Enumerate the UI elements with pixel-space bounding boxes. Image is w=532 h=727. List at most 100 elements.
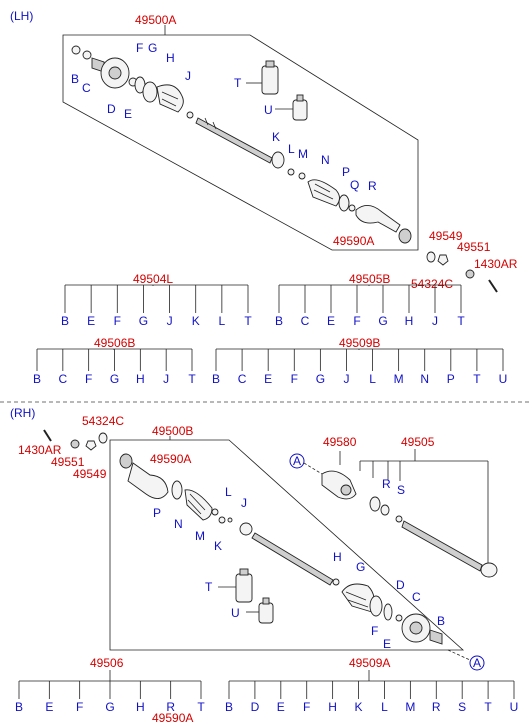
rh-ring-s[interactable] (395, 515, 403, 523)
rh-side-54324c: 54324C (82, 414, 124, 428)
lh-clamp-p[interactable] (338, 194, 350, 212)
rh-clip-h[interactable] (332, 578, 340, 586)
lh-grease-t[interactable] (261, 65, 279, 95)
lh-clamp-m[interactable] (298, 172, 306, 180)
kit-item: L (381, 700, 388, 714)
kit-item: J (343, 372, 349, 386)
rh-boot-g[interactable] (341, 583, 375, 613)
lh-oring[interactable] (426, 251, 436, 263)
rh-ref-a-bottom (469, 655, 485, 671)
rh-letter-b: B (437, 614, 445, 628)
kit-code: 49505B (349, 272, 390, 286)
lh-clamp-g[interactable] (142, 81, 158, 103)
kit-item: B (33, 372, 41, 386)
kit-item: J (167, 314, 173, 328)
rh-side-49551: 49551 (51, 455, 85, 469)
kit-item: S (458, 700, 466, 714)
rh-seal[interactable] (380, 504, 390, 516)
rh-damper-j[interactable] (239, 522, 253, 536)
lh-ring-q[interactable] (348, 204, 356, 212)
lh-damper-k[interactable] (271, 151, 285, 169)
lh-assembly: 49500A (62, 13, 419, 251)
lh-circlip-b[interactable] (71, 45, 81, 55)
rh-outer-ring[interactable] (119, 453, 133, 469)
rh-letter-t: T (205, 580, 213, 594)
rh-clamp-k[interactable] (218, 516, 226, 524)
rh-nut[interactable] (85, 440, 97, 451)
kit-item: B (15, 700, 23, 714)
kit-item: C (301, 314, 310, 328)
lh-letter-t: T (234, 76, 242, 90)
kit-item: B (225, 700, 233, 714)
kit-item: T (484, 700, 492, 714)
rh-clip-l[interactable] (227, 517, 233, 523)
rh-letter-g: G (356, 560, 365, 574)
rh-clamp-p[interactable] (171, 480, 183, 500)
rh-clamp-m[interactable] (211, 508, 219, 516)
rh-letter-h: H (333, 550, 342, 564)
kit-item: G (316, 372, 325, 386)
rh-clamp-f[interactable] (369, 595, 383, 617)
rh-side-1430ar: 1430AR (18, 443, 62, 457)
kit-item: E (277, 700, 285, 714)
rh-assembly-code: 49500B (152, 424, 193, 438)
lh-letter-k: K (272, 130, 280, 144)
rh-stub-b[interactable] (429, 629, 443, 645)
rh-boot-n[interactable] (184, 489, 213, 521)
kit-item: T (197, 700, 205, 714)
lh-outer-ring[interactable] (398, 228, 412, 244)
rh-ring-e[interactable] (383, 603, 393, 621)
lh-ring-c[interactable] (82, 50, 92, 60)
kit-item: E (87, 314, 95, 328)
lh-grease-u[interactable] (292, 99, 308, 121)
rh-letter-l: L (225, 485, 232, 499)
kit-item: M (405, 700, 415, 714)
kit-item: J (432, 314, 438, 328)
lh-letter-e: E (124, 107, 132, 121)
lh-side-1430ar: 1430AR (474, 257, 518, 271)
lh-letter-m: M (298, 147, 308, 161)
rh-shaft-flange[interactable] (480, 562, 498, 578)
rh-pin[interactable] (43, 429, 52, 442)
lh-nut[interactable] (437, 254, 449, 266)
kit-item: P (447, 372, 455, 386)
lh-outer-joint-r[interactable] (355, 205, 401, 233)
lh-pin[interactable] (488, 279, 498, 293)
lh-letter-p: P (342, 165, 350, 179)
lh-boot-n[interactable] (307, 179, 340, 207)
kit-item: F (353, 314, 360, 328)
kit-item: R (166, 700, 175, 714)
rh-grease-u[interactable] (258, 602, 274, 624)
lh-shaft[interactable] (195, 117, 273, 164)
kit-item: L (219, 314, 226, 328)
lh-clip-j[interactable] (186, 111, 194, 119)
kit-item: U (510, 700, 519, 714)
rh-intermediate-shaft[interactable] (401, 520, 483, 572)
kit-item: D (251, 700, 260, 714)
lh-letter-f: F (136, 41, 143, 55)
rh-letter-d: D (396, 578, 405, 592)
kit-item: F (76, 700, 83, 714)
rh-outer-joint-r[interactable] (127, 462, 169, 499)
lh-clamp-l[interactable] (287, 168, 295, 176)
lh-boot-h[interactable] (156, 84, 184, 113)
section-rh-label: (RH) (10, 406, 35, 420)
rh-oring[interactable] (98, 432, 108, 444)
rh-bearing[interactable] (369, 496, 381, 512)
kit-item: L (369, 372, 376, 386)
kit-item: H (405, 314, 414, 328)
rh-washer[interactable] (70, 439, 80, 449)
kit-item: U (499, 372, 508, 386)
lh-side-49549: 49549 (429, 229, 463, 243)
rh-ring-d[interactable] (395, 614, 403, 622)
rh-shaft[interactable] (251, 532, 334, 586)
rh-letter-j: J (241, 496, 247, 510)
rh-letter-p: P (153, 506, 161, 520)
lh-washer[interactable] (465, 269, 475, 279)
rh-grease-t[interactable] (235, 573, 253, 603)
rh-bracket[interactable] (321, 470, 357, 500)
kit-item: H (328, 700, 337, 714)
